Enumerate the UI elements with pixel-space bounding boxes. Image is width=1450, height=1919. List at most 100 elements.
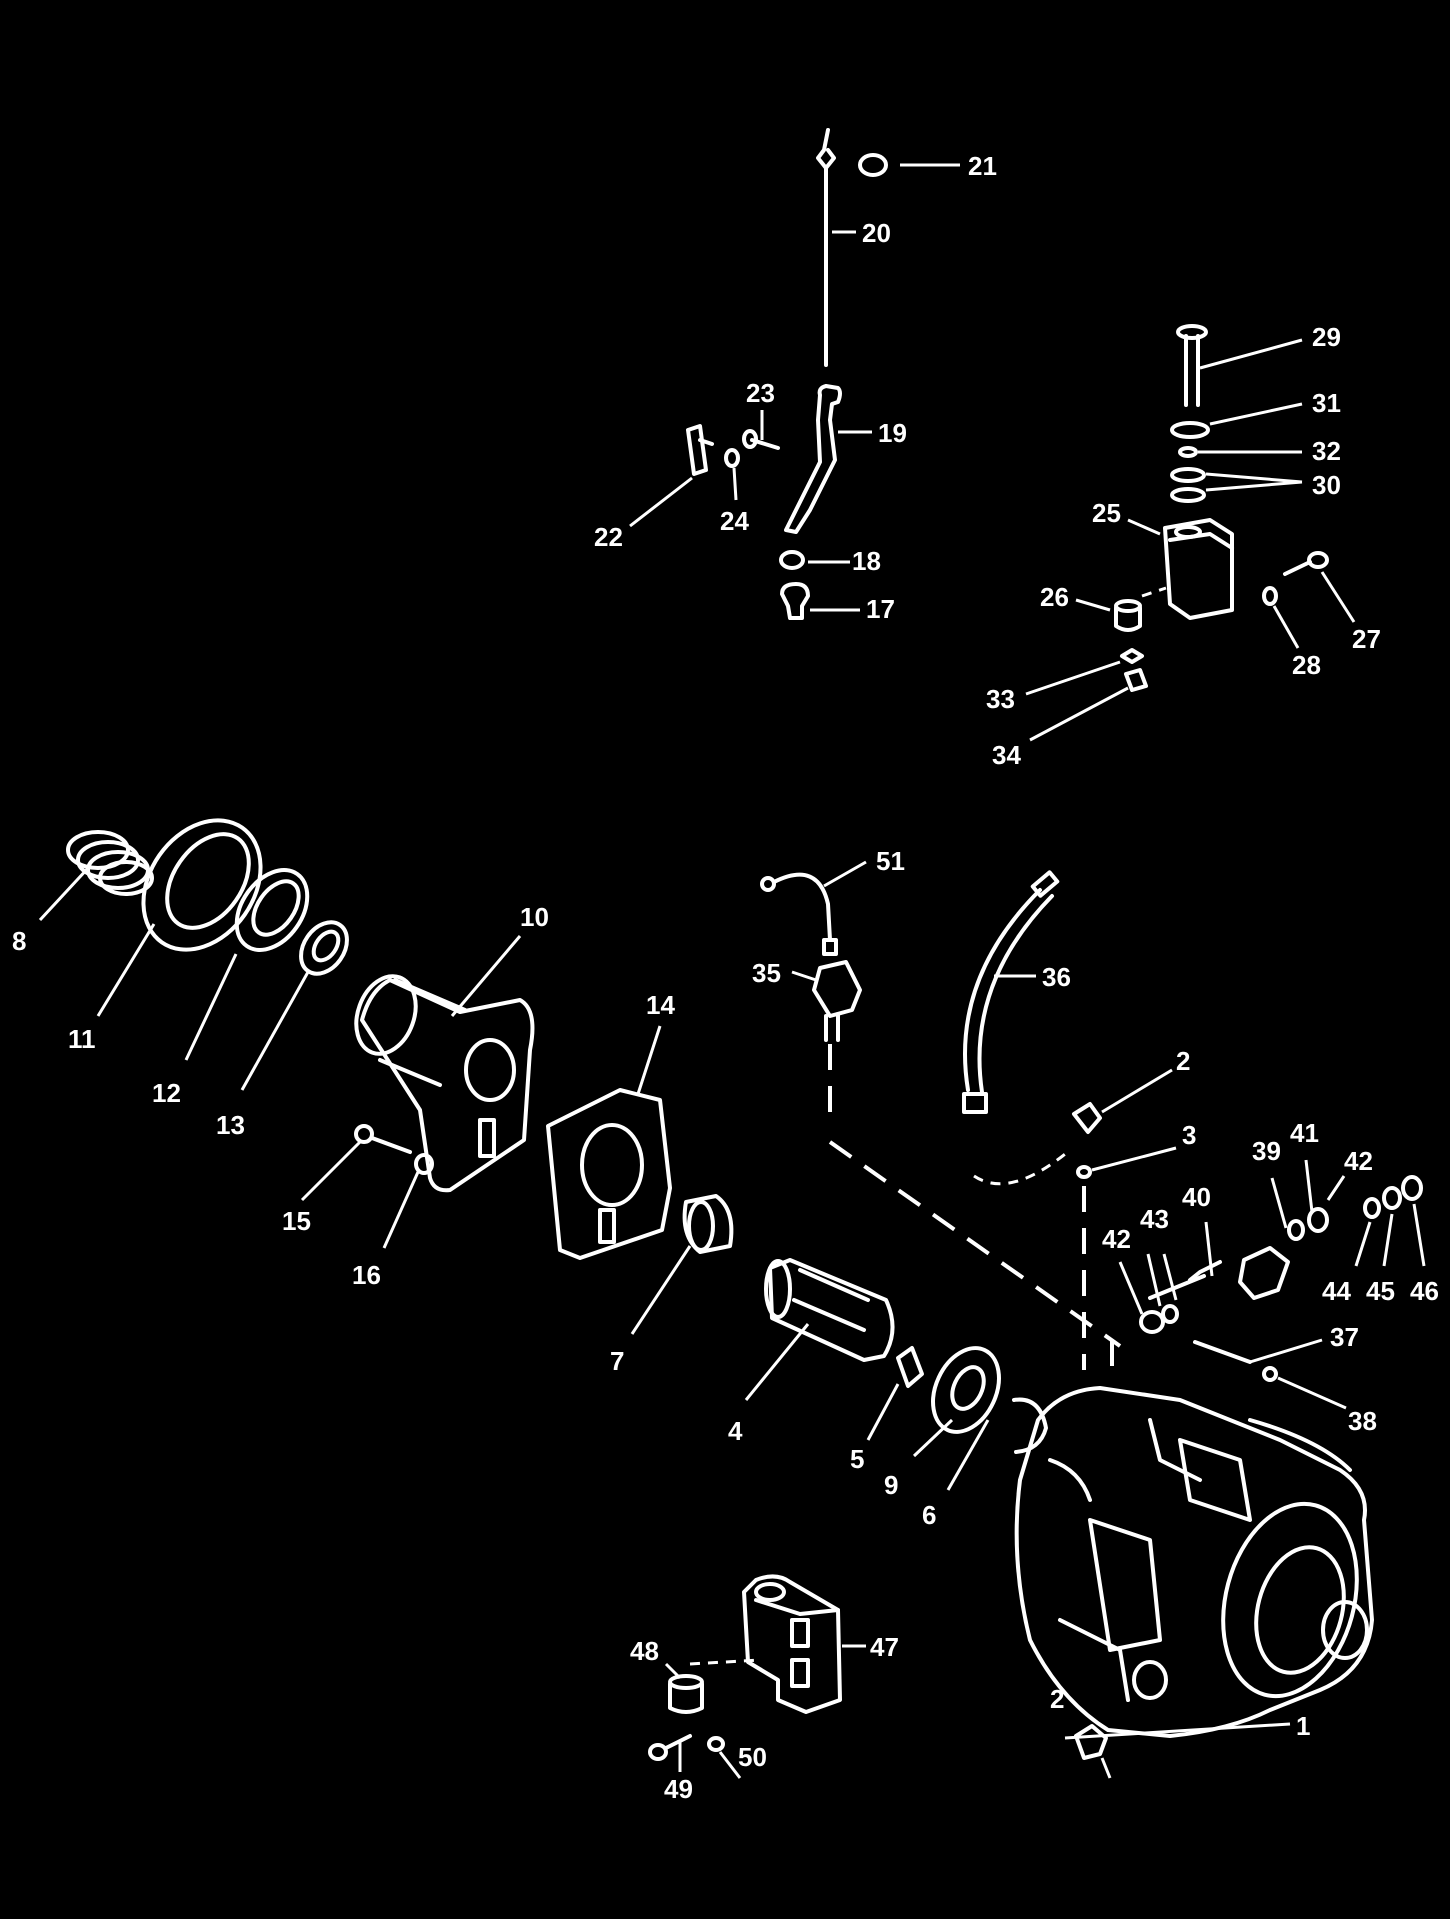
transmission-case bbox=[1014, 1386, 1374, 1760]
leader-27 bbox=[1320, 571, 1356, 623]
leader-40 bbox=[1204, 1221, 1214, 1277]
leader-9 bbox=[912, 1418, 954, 1458]
leader-22 bbox=[629, 476, 693, 528]
leader-2a bbox=[1101, 1068, 1173, 1114]
callout-18: 18 bbox=[852, 546, 881, 576]
callout-14: 14 bbox=[646, 990, 675, 1020]
callout-26: 26 bbox=[1040, 582, 1069, 612]
leader-33 bbox=[1025, 660, 1121, 696]
callout-45: 45 bbox=[1366, 1276, 1395, 1306]
callout-2a: 2 bbox=[1176, 1046, 1190, 1076]
leader-1 bbox=[1064, 1722, 1291, 1740]
leader-13 bbox=[240, 971, 310, 1091]
callout-42b: 42 bbox=[1102, 1224, 1131, 1254]
leader-3 bbox=[1091, 1146, 1177, 1172]
leader-34 bbox=[1029, 686, 1129, 742]
callout-8: 8 bbox=[12, 926, 26, 956]
callout-23: 23 bbox=[746, 378, 775, 408]
callout-42a: 42 bbox=[1344, 1146, 1373, 1176]
callout-50: 50 bbox=[738, 1742, 767, 1772]
callout-11: 11 bbox=[68, 1024, 96, 1054]
callout-49: 49 bbox=[664, 1774, 693, 1804]
leader-43a bbox=[1146, 1253, 1162, 1307]
leader-6 bbox=[946, 1419, 990, 1491]
leader-30a bbox=[1205, 480, 1303, 492]
leader-14 bbox=[636, 1025, 662, 1095]
leader-43b bbox=[1162, 1253, 1178, 1301]
callout-13: 13 bbox=[216, 1110, 245, 1140]
leader-25 bbox=[1127, 518, 1161, 536]
output-seal-bearing-stack bbox=[66, 818, 734, 1260]
callout-44: 44 bbox=[1322, 1276, 1351, 1306]
callout-20: 20 bbox=[862, 218, 891, 248]
leader-2b bbox=[1100, 1757, 1112, 1779]
callout-15: 15 bbox=[282, 1206, 311, 1236]
leader-42b bbox=[1118, 1261, 1144, 1315]
output-shaft-assembly bbox=[760, 870, 1102, 1454]
callout-labels: 1 2 2 3 4 5 6 7 8 9 10 11 12 13 14 15 16… bbox=[12, 151, 1439, 1804]
callout-40: 40 bbox=[1182, 1182, 1211, 1212]
callout-47: 47 bbox=[870, 1632, 899, 1662]
leader-11 bbox=[96, 923, 156, 1017]
leader-48 bbox=[664, 1662, 682, 1680]
leader-12 bbox=[184, 953, 238, 1061]
callout-31: 31 bbox=[1312, 388, 1341, 418]
callout-25: 25 bbox=[1092, 498, 1121, 528]
leader-26 bbox=[1075, 598, 1111, 612]
leader-7 bbox=[630, 1245, 692, 1335]
leader-10 bbox=[450, 935, 522, 1017]
callout-6: 6 bbox=[922, 1500, 936, 1530]
callout-24: 24 bbox=[720, 506, 749, 536]
leader-51 bbox=[823, 860, 867, 888]
callout-30: 30 bbox=[1312, 470, 1341, 500]
leader-8 bbox=[38, 864, 92, 922]
dipstick-tube-assembly bbox=[686, 128, 888, 620]
callout-46: 46 bbox=[1410, 1276, 1439, 1306]
callout-12: 12 bbox=[152, 1078, 181, 1108]
callout-2b: 2 bbox=[1050, 1684, 1064, 1714]
assembly-path-lines bbox=[689, 586, 1167, 1666]
leader-16 bbox=[382, 1171, 420, 1249]
callout-38: 38 bbox=[1348, 1406, 1377, 1436]
callout-43: 43 bbox=[1140, 1204, 1169, 1234]
callout-16: 16 bbox=[352, 1260, 381, 1290]
leader-35 bbox=[791, 970, 817, 982]
leader-15 bbox=[300, 1140, 362, 1202]
callout-7: 7 bbox=[610, 1346, 624, 1376]
leader-41 bbox=[1304, 1159, 1314, 1213]
callout-51: 51 bbox=[876, 846, 905, 876]
leader-5 bbox=[866, 1383, 900, 1441]
shift-lever-bracket-assembly bbox=[1114, 324, 1329, 692]
callout-5: 5 bbox=[850, 1444, 864, 1474]
leader-42a bbox=[1326, 1175, 1346, 1201]
callout-41: 41 bbox=[1290, 1118, 1319, 1148]
callout-9: 9 bbox=[884, 1470, 898, 1500]
leader-37 bbox=[1249, 1338, 1323, 1364]
callout-33: 33 bbox=[986, 684, 1015, 714]
callout-19: 19 bbox=[878, 418, 907, 448]
leader-29 bbox=[1199, 338, 1303, 370]
leader-50 bbox=[718, 1751, 742, 1779]
callout-4: 4 bbox=[728, 1416, 743, 1446]
leader-45 bbox=[1382, 1213, 1394, 1267]
callout-37: 37 bbox=[1330, 1322, 1359, 1352]
leader-24 bbox=[732, 467, 738, 501]
leader-39 bbox=[1270, 1177, 1288, 1229]
callout-17: 17 bbox=[866, 594, 895, 624]
callout-3: 3 bbox=[1182, 1120, 1196, 1150]
callout-10: 10 bbox=[520, 902, 549, 932]
callout-22: 22 bbox=[594, 522, 623, 552]
mount-bracket-assembly bbox=[648, 1574, 842, 1761]
leader-28 bbox=[1272, 605, 1300, 649]
leader-30b bbox=[1205, 472, 1303, 484]
callout-27: 27 bbox=[1352, 624, 1381, 654]
callout-34: 34 bbox=[992, 740, 1021, 770]
callout-39: 39 bbox=[1252, 1136, 1281, 1166]
callout-28: 28 bbox=[1292, 650, 1321, 680]
leader-lines bbox=[38, 163, 1426, 1779]
leader-4 bbox=[744, 1323, 810, 1401]
leader-31 bbox=[1209, 402, 1303, 426]
callout-35: 35 bbox=[752, 958, 781, 988]
leader-46 bbox=[1412, 1203, 1426, 1267]
